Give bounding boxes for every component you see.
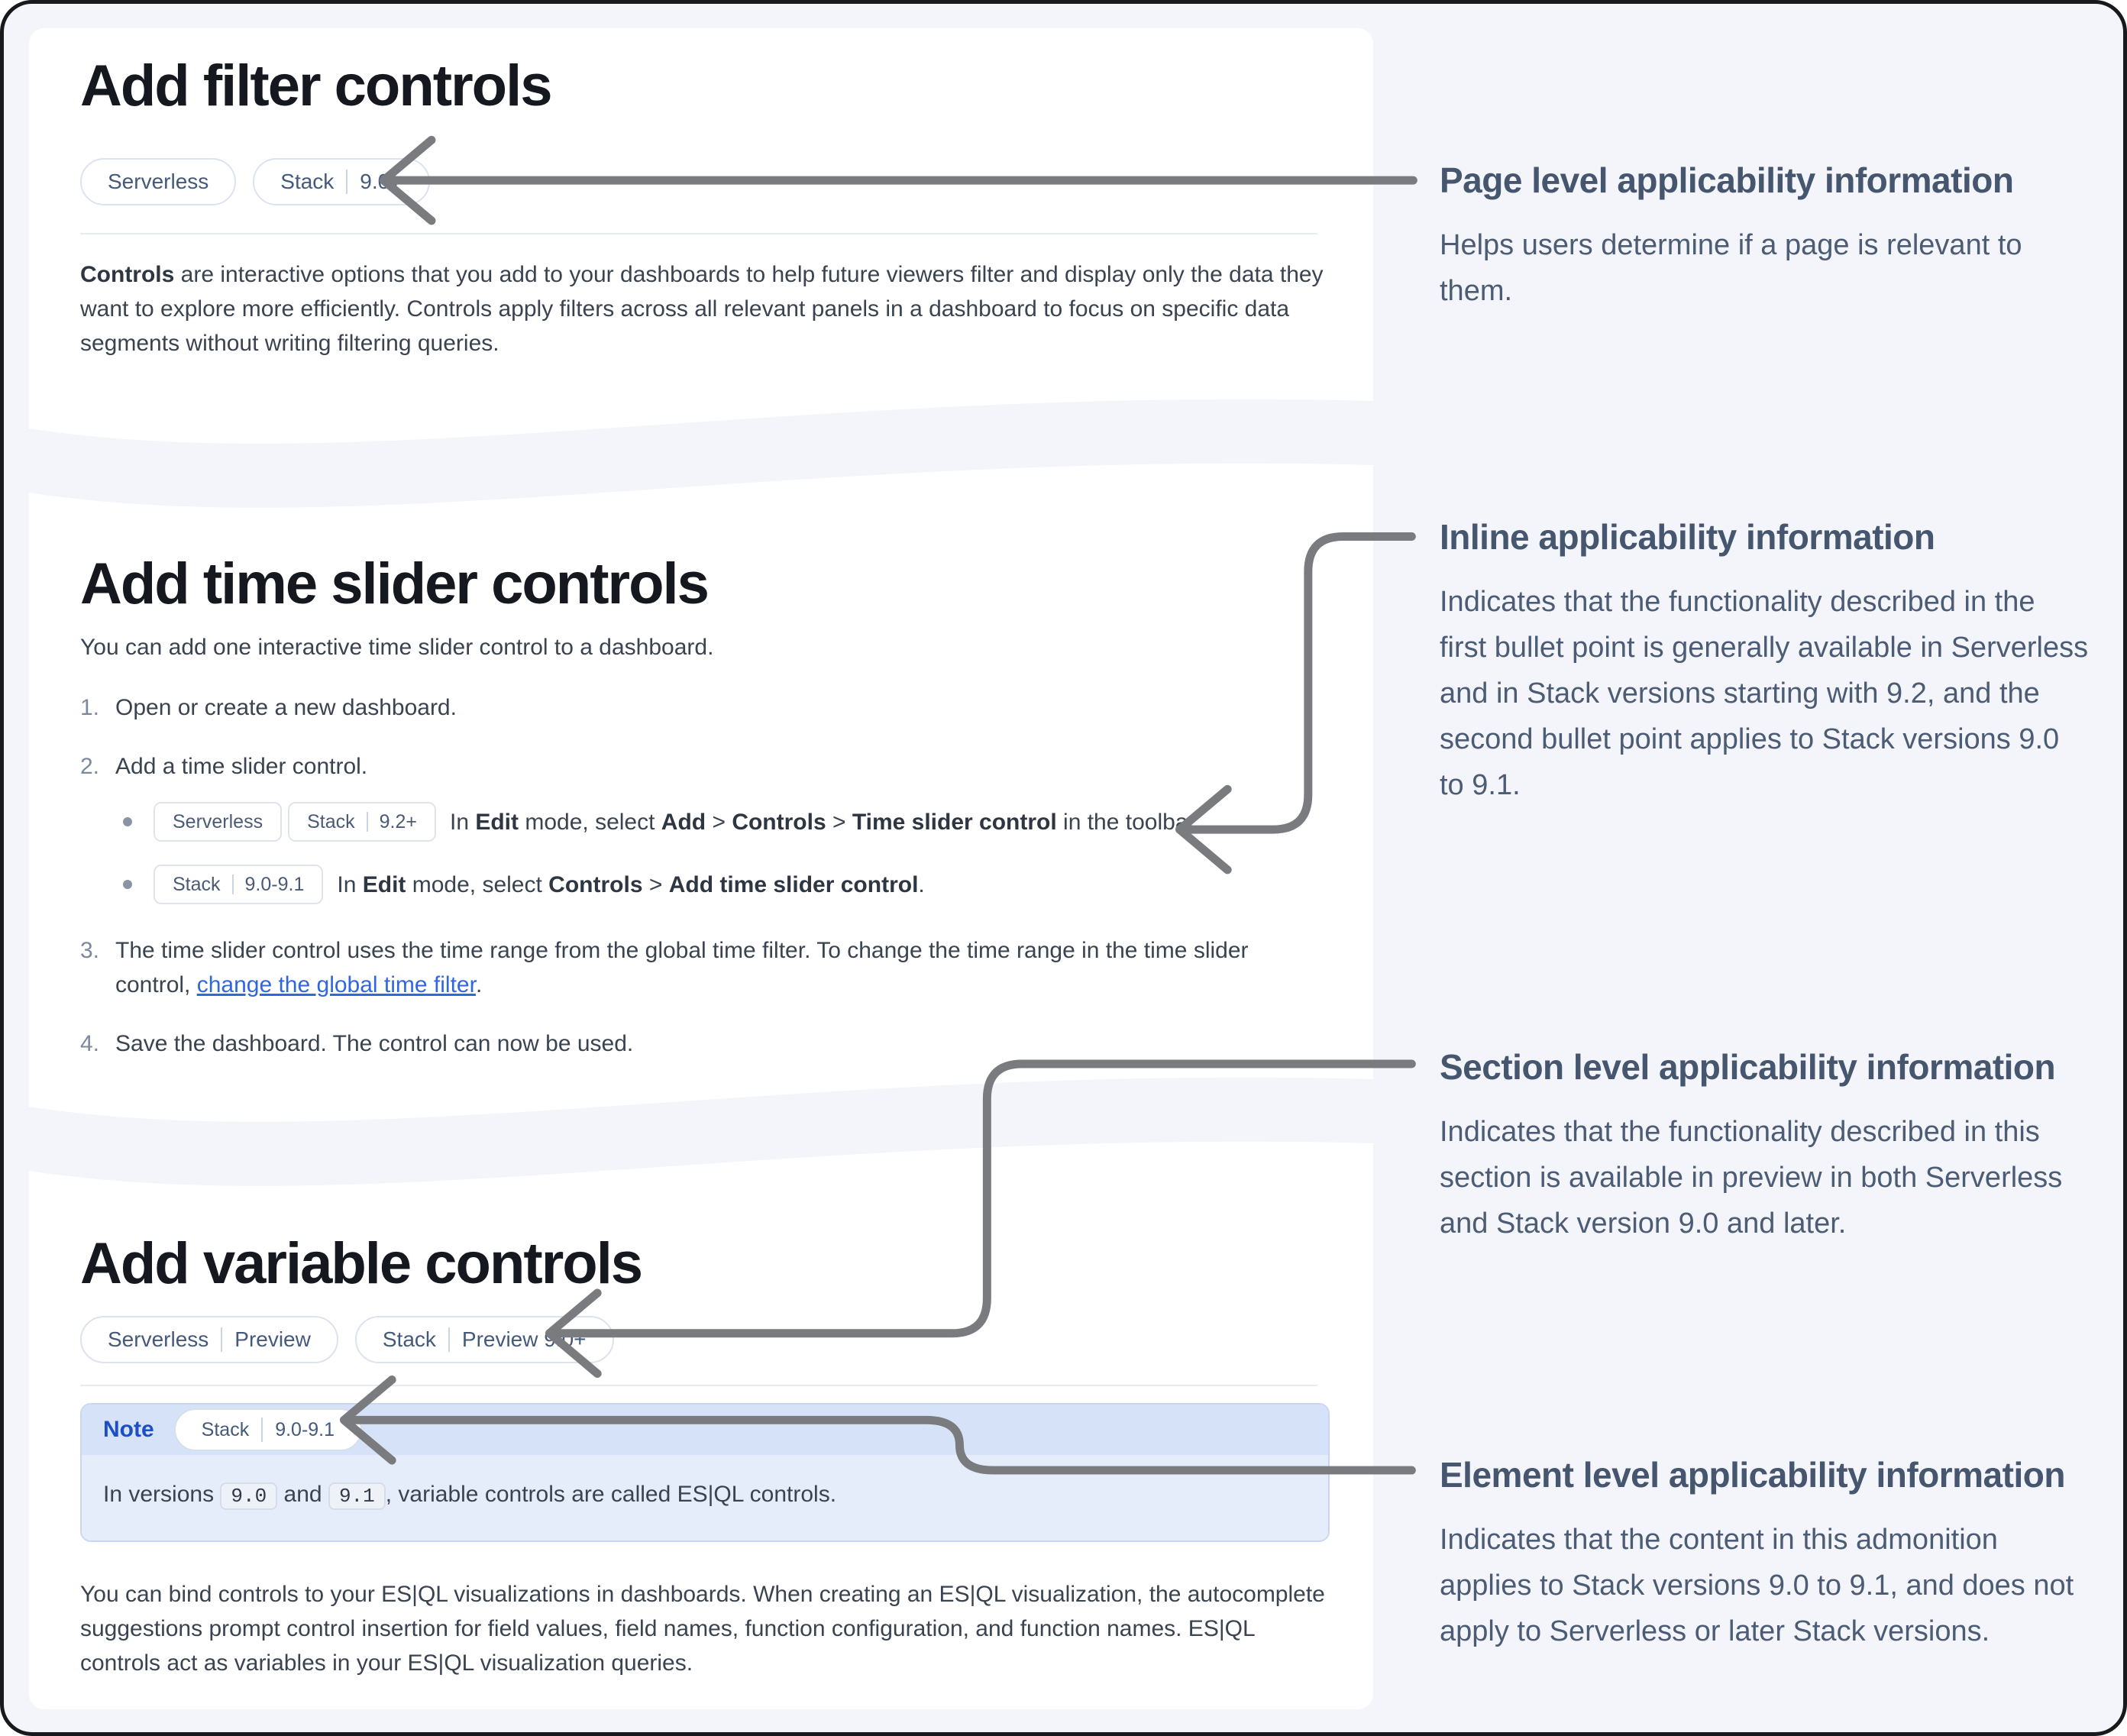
step-item: 3. The time slider control uses the time…	[80, 933, 1325, 1002]
badge-segment: Stack	[173, 873, 221, 895]
bullet-dot-icon	[123, 817, 132, 826]
inline-badges: Stack 9.0-9.1	[154, 865, 324, 904]
badge-serverless-preview: Serverless Preview	[80, 1316, 338, 1363]
badge-serverless: Serverless	[80, 158, 237, 205]
badge-segment: 9.2+	[379, 810, 417, 832]
step-item: 2. Add a time slider control. Serverless…	[80, 749, 1325, 909]
page-title: Add filter controls	[80, 53, 552, 118]
badge-segment: Preview	[234, 1327, 311, 1351]
card-add-time-slider-controls: Add time slider controls You can add one…	[80, 555, 1325, 1061]
divider	[80, 1385, 1317, 1386]
badge-divider	[346, 170, 348, 194]
badge-segment: Serverless	[173, 810, 263, 832]
badge-stack-preview-version: Stack Preview 9.0+	[354, 1316, 614, 1363]
page-level-badges: Serverless Stack 9.0+	[80, 158, 1325, 205]
section-title: Add time slider controls	[80, 551, 710, 616]
card-add-variable-controls: Add variable controls Serverless Preview …	[80, 1231, 1330, 1680]
badge-segment: Stack	[307, 810, 355, 832]
step-item: 1. Open or create a new dashboard.	[80, 695, 457, 720]
annotation-heading: Page level applicability information	[1440, 160, 2014, 200]
step-text: The time slider control uses the time ra…	[115, 938, 1249, 997]
note-body: In versions 9.0 and 9.1, variable contro…	[82, 1455, 1328, 1540]
annotation-page-level: Page level applicability information Hel…	[1440, 160, 2089, 314]
bullet-text: In Edit mode, select Controls > Add time…	[337, 871, 925, 897]
annotation-body: Indicates that the functionality describ…	[1440, 585, 2089, 801]
badge-segment: Stack	[382, 1327, 436, 1351]
step-item: 4. Save the dashboard. The control can n…	[80, 1031, 634, 1056]
badge-segment: Serverless	[108, 1327, 209, 1351]
badge-segment: Serverless	[108, 170, 209, 193]
badge-divider	[366, 812, 368, 832]
badge-segment: 9.0-9.1	[275, 1418, 335, 1440]
annotation-heading: Section level applicability information	[1440, 1047, 2056, 1087]
inline-badges: Serverless Stack 9.2+	[154, 802, 436, 842]
badge-serverless: Serverless	[154, 802, 283, 842]
badge-segment: 9.0+	[360, 170, 402, 193]
badge-segment: Stack	[201, 1418, 250, 1440]
section-level-badges: Serverless Preview Stack Preview 9.0+	[80, 1316, 1325, 1363]
badge-stack-version: Stack 9.0-9.1	[173, 1408, 363, 1451]
bullet-dot-icon	[123, 880, 132, 889]
badge-divider	[221, 1327, 223, 1352]
divider	[80, 233, 1317, 234]
bullet-item: Serverless Stack 9.2+ In Edit mode, selec…	[115, 802, 1325, 842]
note-label: Note	[103, 1417, 154, 1442]
annotation-heading: Element level applicability information	[1440, 1455, 2065, 1495]
section-paragraph: You can bind controls to your ES|QL visu…	[80, 1582, 1325, 1676]
annotation-body: Helps users determine if a page is relev…	[1440, 228, 2022, 307]
badge-divider	[448, 1327, 450, 1352]
sub-bullet-list: Serverless Stack 9.2+ In Edit mode, selec…	[115, 802, 1325, 904]
badge-stack-version: Stack 9.2+	[288, 802, 436, 842]
badge-segment: Stack	[280, 170, 335, 193]
badge-divider	[261, 1418, 263, 1442]
intro-paragraph: Controls are interactive options that yo…	[80, 262, 1324, 356]
badge-segment: Preview 9.0+	[461, 1327, 587, 1351]
inline-link[interactable]: change the global time filter	[196, 972, 476, 997]
annotation-body: Indicates that the functionality describ…	[1440, 1115, 2063, 1240]
bullet-item: Stack 9.0-9.1 In Edit mode, select Contro…	[115, 865, 1325, 904]
badge-segment: 9.0-9.1	[244, 873, 305, 895]
badge-stack-version: Stack 9.0+	[253, 158, 430, 205]
steps-list: 1. Open or create a new dashboard. 2. Ad…	[80, 690, 1325, 1061]
bullet-text: In Edit mode, select Add > Controls > Ti…	[449, 809, 1201, 835]
annotation-heading: Inline applicability information	[1440, 517, 1935, 557]
section-title: Add variable controls	[80, 1231, 643, 1296]
badge-stack-version: Stack 9.0-9.1	[154, 865, 324, 904]
note-admonition: Note Stack 9.0-9.1 In versions 9.0 and 9.…	[80, 1403, 1330, 1542]
annotation-inline-level: Inline applicability information Indicat…	[1440, 517, 2089, 808]
annotation-section-level: Section level applicability information …	[1440, 1047, 2089, 1246]
note-header: Note Stack 9.0-9.1	[82, 1405, 1328, 1455]
annotation-body: Indicates that the content in this admon…	[1440, 1523, 2074, 1647]
section-intro: You can add one interactive time slider …	[80, 635, 714, 660]
badge-divider	[231, 874, 234, 894]
annotation-element-level: Element level applicability information …	[1440, 1455, 2089, 1654]
